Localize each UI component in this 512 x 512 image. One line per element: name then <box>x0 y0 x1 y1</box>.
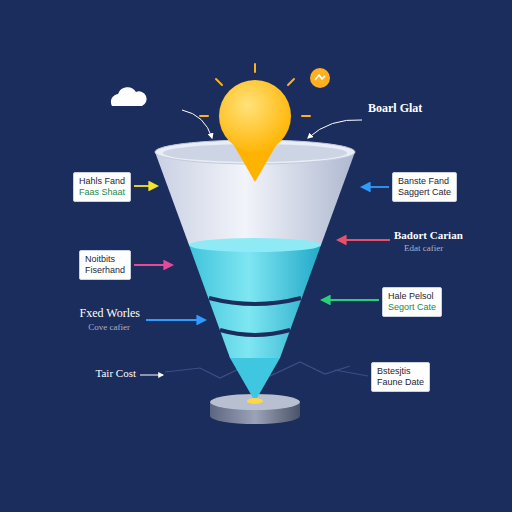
annotation-label: Fxed Worles <box>80 306 140 321</box>
box-heading: Hahls Fand <box>79 176 125 187</box>
leader-arrow <box>140 375 163 376</box>
annotation-label: Badort Carian <box>394 229 463 241</box>
tip-glow <box>247 398 263 404</box>
box-heading: Banste Fand <box>398 176 451 187</box>
label-box: Hahls FandFaas Shaat <box>73 172 131 202</box>
leader-arrow <box>134 185 157 187</box>
leader-line <box>335 370 368 376</box>
leader-arrow <box>362 186 389 188</box>
annotation-label: Boarl Glat <box>368 101 422 116</box>
liquid-surface <box>189 238 321 252</box>
annotation-label: Edat cafier <box>404 243 443 253</box>
box-subtext: Fiserhand <box>85 265 125 276</box>
annotation-label: Tair Cost <box>96 367 136 379</box>
funnel-band <box>220 330 290 335</box>
leader-arrow <box>146 319 205 321</box>
badge-icon <box>310 68 330 88</box>
funnel-band <box>209 298 301 304</box>
ray <box>288 79 294 85</box>
box-heading: Hale Pelsol <box>388 291 436 302</box>
label-box: BstesjtisFaune Date <box>371 362 430 392</box>
box-subtext: Segort Cate <box>388 302 436 313</box>
pointer-line <box>182 110 212 138</box>
leader-arrow <box>322 299 379 301</box>
ray <box>200 115 208 117</box>
cloud-icon <box>111 87 147 106</box>
box-subtext: Faune Date <box>377 377 424 388</box>
ray <box>302 115 310 117</box>
leader-arrow <box>338 239 390 241</box>
annotation-label: Cove cafier <box>88 322 130 332</box>
badge-glyph <box>315 75 325 80</box>
box-subtext: Saggert Cate <box>398 187 451 198</box>
leader-arrow <box>134 264 172 266</box>
box-heading: Bstesjtis <box>377 366 424 377</box>
label-box: Banste FandSaggert Cate <box>392 172 457 202</box>
box-heading: Noitbits <box>85 254 125 265</box>
label-box: NoitbitsFiserhand <box>79 250 131 280</box>
box-subtext: Faas Shaat <box>79 187 125 198</box>
funnel-tip <box>230 358 280 398</box>
ray <box>216 79 222 85</box>
sun-icon <box>219 80 291 152</box>
funnel-liquid <box>189 245 321 358</box>
label-box: Hale PelsolSegort Cate <box>382 287 442 317</box>
leader-line <box>308 120 362 138</box>
ray <box>254 64 256 72</box>
